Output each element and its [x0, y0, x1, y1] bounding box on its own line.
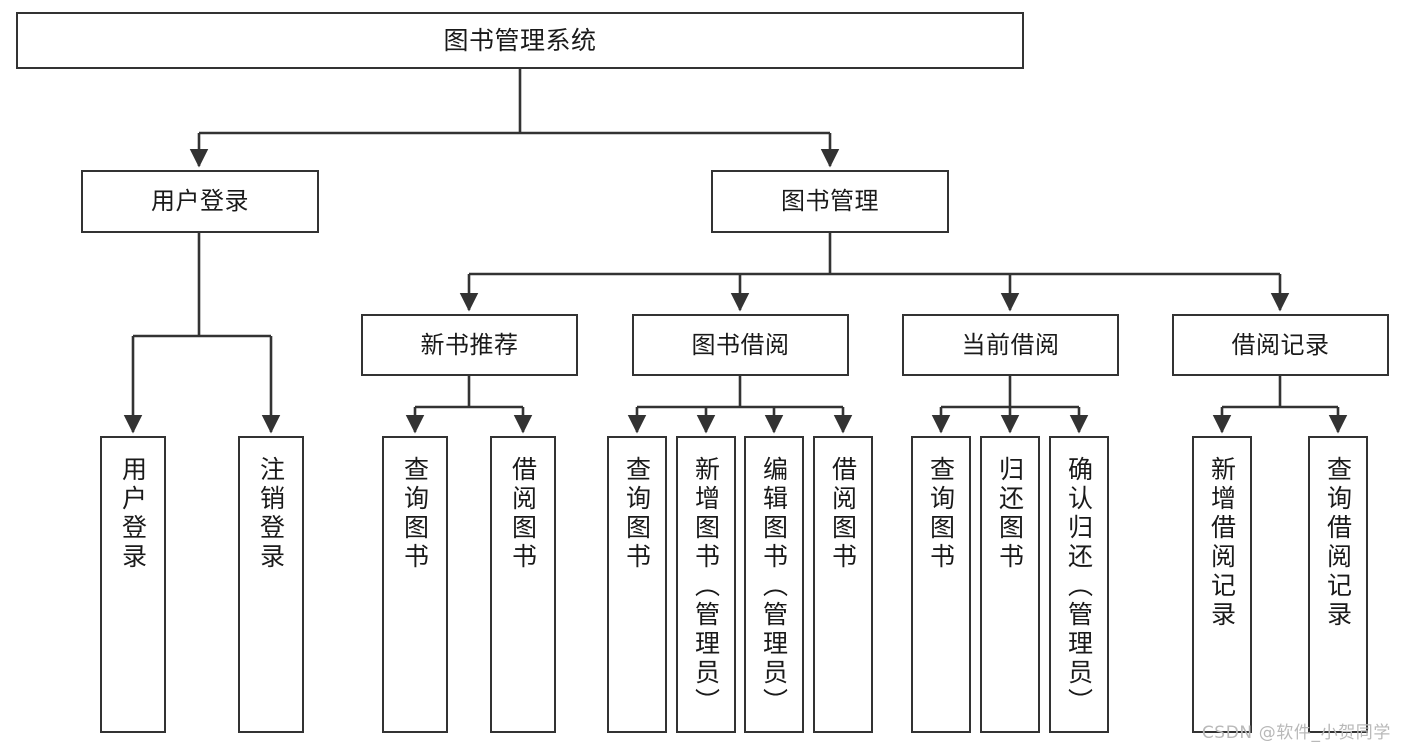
leaf-current-borrow-return[interactable]: 归还图书	[980, 436, 1040, 733]
leaf-current-borrow-confirm-return[interactable]: 确认归还（管理员）	[1049, 436, 1109, 733]
leaf-borrow-record-query[interactable]: 查询借阅记录	[1308, 436, 1368, 733]
node-current-borrow[interactable]: 当前借阅	[902, 314, 1119, 376]
node-label: 编辑图书（管理员）	[759, 456, 789, 717]
node-label: 借阅记录	[1231, 330, 1330, 359]
node-label: 图书借阅	[691, 330, 790, 359]
node-label: 新书推荐	[420, 330, 519, 359]
node-label: 查询图书	[622, 456, 652, 572]
node-label: 注销登录	[256, 456, 286, 572]
node-book-management[interactable]: 图书管理	[711, 170, 949, 233]
node-new-book-recommend[interactable]: 新书推荐	[361, 314, 578, 376]
node-label: 归还图书	[995, 456, 1025, 572]
node-label: 用户登录	[118, 456, 148, 572]
leaf-book-borrow-add[interactable]: 新增图书（管理员）	[676, 436, 736, 733]
node-label: 确认归还（管理员）	[1064, 456, 1094, 717]
node-book-borrow[interactable]: 图书借阅	[632, 314, 849, 376]
node-label: 借阅图书	[508, 456, 538, 572]
node-label: 图书管理系统	[443, 25, 597, 55]
leaf-user-login-login[interactable]: 用户登录	[100, 436, 166, 733]
node-user-login[interactable]: 用户登录	[81, 170, 319, 233]
node-root-system[interactable]: 图书管理系统	[16, 12, 1024, 69]
node-label: 查询图书	[926, 456, 956, 572]
leaf-new-book-borrow[interactable]: 借阅图书	[490, 436, 556, 733]
node-label: 新增图书（管理员）	[691, 456, 721, 717]
leaf-new-book-query[interactable]: 查询图书	[382, 436, 448, 733]
leaf-book-borrow-edit[interactable]: 编辑图书（管理员）	[744, 436, 804, 733]
leaf-current-borrow-query[interactable]: 查询图书	[911, 436, 971, 733]
node-label: 查询借阅记录	[1323, 456, 1353, 630]
node-label: 用户登录	[151, 187, 249, 216]
node-label: 新增借阅记录	[1207, 456, 1237, 630]
node-label: 图书管理	[781, 187, 879, 216]
node-label: 查询图书	[400, 456, 430, 572]
leaf-book-borrow-query[interactable]: 查询图书	[607, 436, 667, 733]
leaf-book-borrow-borrow[interactable]: 借阅图书	[813, 436, 873, 733]
leaf-user-login-logout[interactable]: 注销登录	[238, 436, 304, 733]
leaf-borrow-record-add[interactable]: 新增借阅记录	[1192, 436, 1252, 733]
node-label: 借阅图书	[828, 456, 858, 572]
node-borrow-record[interactable]: 借阅记录	[1172, 314, 1389, 376]
node-label: 当前借阅	[961, 330, 1060, 359]
